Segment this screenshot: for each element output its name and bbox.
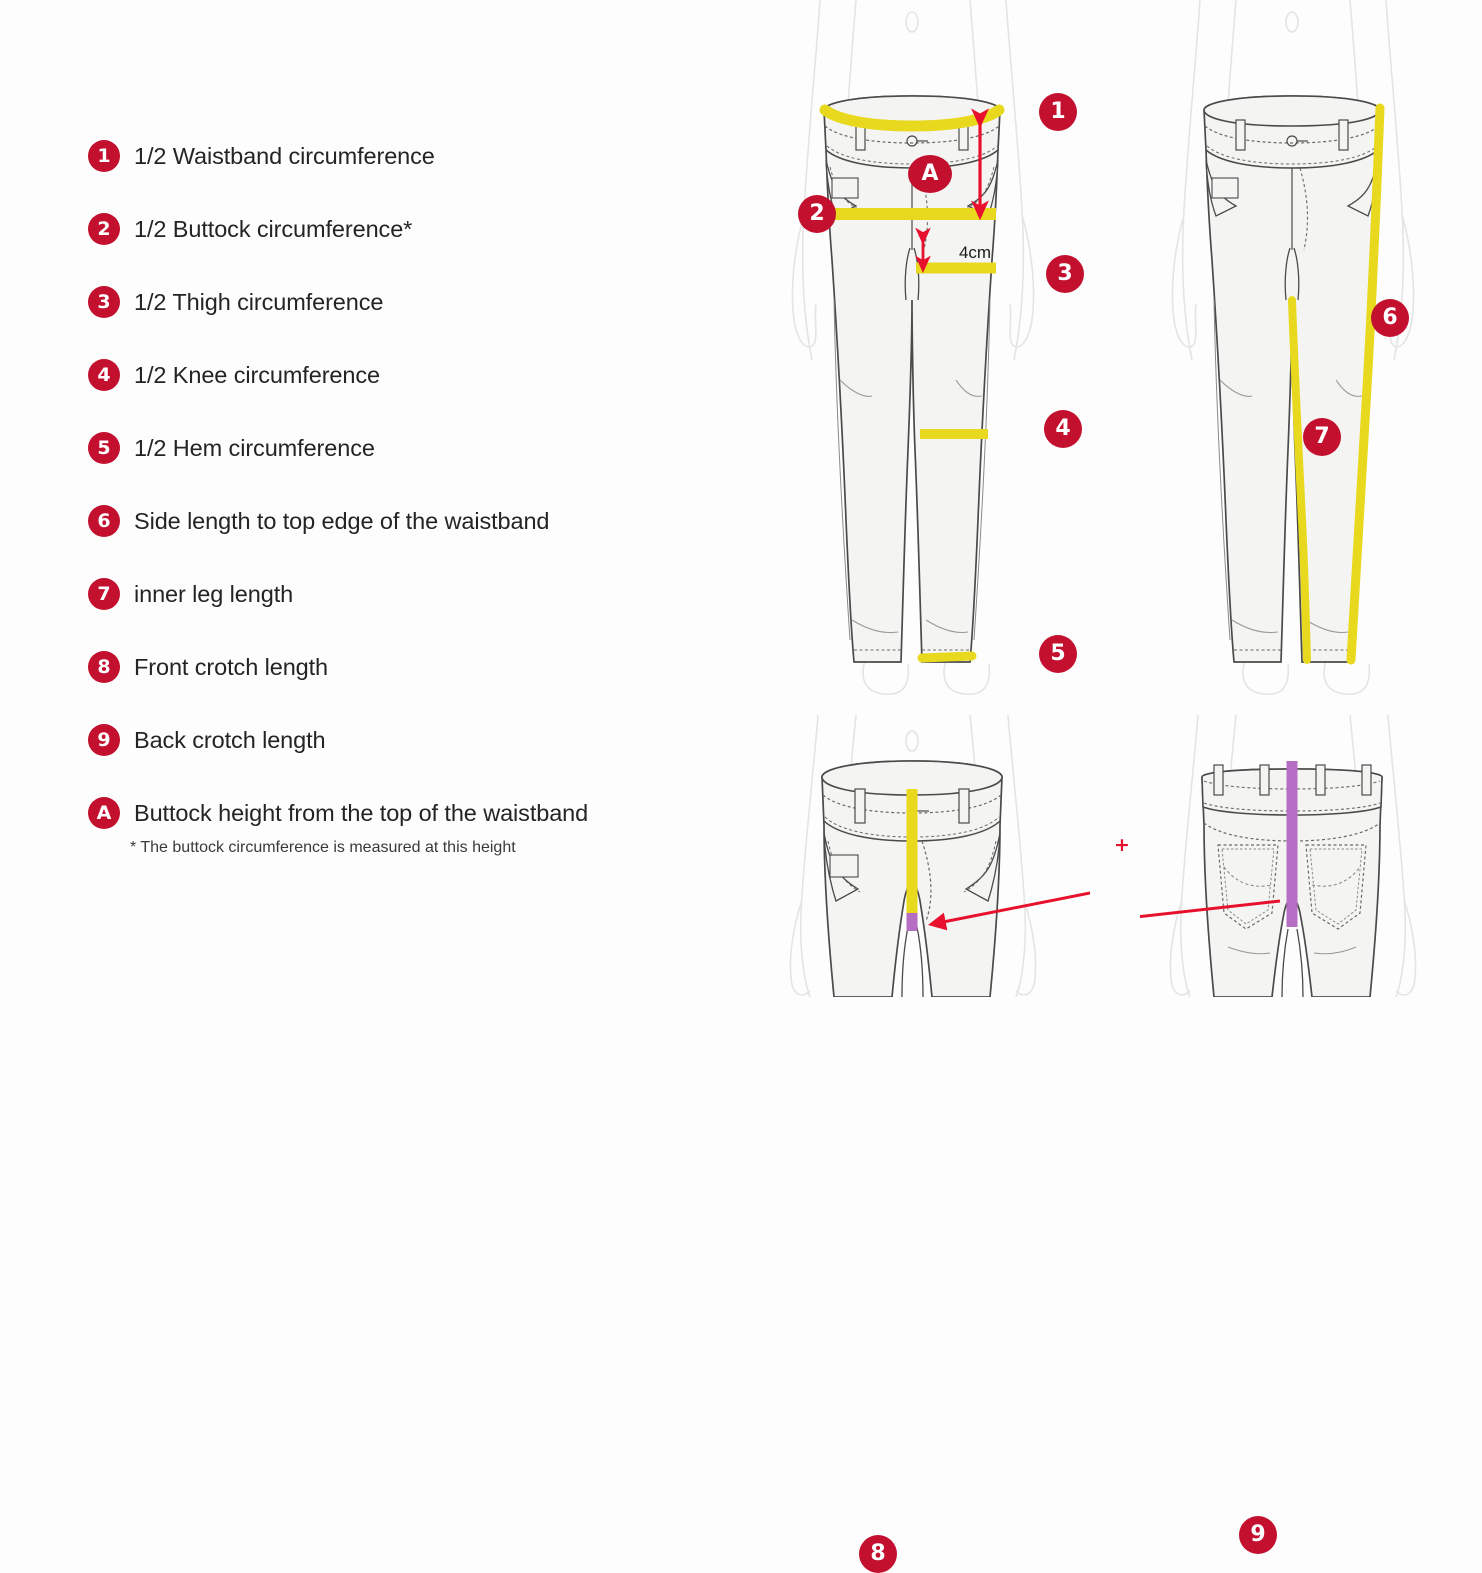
front-view-illustration xyxy=(791,0,1035,695)
legend-item-6: 6 Side length to top edge of the waistba… xyxy=(88,504,550,538)
legend-badge-6: 6 xyxy=(88,505,120,537)
marker-1-front: 1 xyxy=(1039,93,1077,131)
legend-item-7: 7 inner leg length xyxy=(88,577,293,611)
crotch-sum-arrow-front xyxy=(927,891,1090,931)
legend-label-3: 1/2 Thigh circumference xyxy=(134,288,384,315)
legend-label-6: Side length to top edge of the waistband xyxy=(134,507,550,534)
legend-badge-4: 4 xyxy=(88,359,120,391)
legend-badge-5: 5 xyxy=(88,432,120,464)
inner-leg-measure-line xyxy=(1288,296,1311,664)
legend-badge-7: 7 xyxy=(88,578,120,610)
front-crotch-illustration xyxy=(789,715,1090,997)
front-crotch-panel: 8 xyxy=(760,715,1090,1573)
crotch-sum-arrow-back xyxy=(1140,899,1281,919)
legend-item-5: 5 1/2 Hem circumference xyxy=(88,431,375,465)
legend-label-2: 1/2 Buttock circumference* xyxy=(134,215,413,242)
legend-badge-9: 9 xyxy=(88,724,120,756)
legend-item-1: 1 1/2 Waistband circumference xyxy=(88,139,435,173)
measurement-legend: 1 1/2 Waistband circumference 2 1/2 Butt… xyxy=(0,0,740,997)
legend-item-a: A Buttock height from the top of the wai… xyxy=(88,796,588,830)
legend-item-9: 9 Back crotch length xyxy=(88,723,326,757)
hem-measure-line xyxy=(917,651,977,663)
side-length-measure-line xyxy=(1346,103,1385,665)
side-view-illustration xyxy=(1171,0,1415,695)
legend-badge-1: 1 xyxy=(88,140,120,172)
marker-6-side: 6 xyxy=(1371,299,1409,337)
front-view-panel: 1 2 3 4 5 A 4cm xyxy=(760,0,1090,700)
legend-badge-3: 3 xyxy=(88,286,120,318)
marker-9-back-crotch: 9 xyxy=(1239,1516,1277,1554)
marker-8-front-crotch: 8 xyxy=(859,1535,897,1573)
legend-badge-8: 8 xyxy=(88,651,120,683)
legend-label-a: Buttock height from the top of the waist… xyxy=(134,799,589,826)
back-crotch-panel: 9 xyxy=(1140,715,1470,1554)
thigh-offset-label: 4cm xyxy=(958,243,992,262)
marker-a-front: A xyxy=(908,155,952,193)
legend-footnote: * The buttock circumference is measured … xyxy=(130,839,516,856)
marker-5-front: 5 xyxy=(1039,635,1077,673)
marker-2-front: 2 xyxy=(798,195,836,233)
legend-badge-2: 2 xyxy=(88,213,120,245)
legend-label-5: 1/2 Hem circumference xyxy=(134,434,375,461)
legend-label-9: Back crotch length xyxy=(134,726,326,753)
marker-3-front: 3 xyxy=(1046,255,1084,293)
side-view-panel: 6 7 xyxy=(1140,0,1470,700)
legend-item-3: 3 1/2 Thigh circumference xyxy=(88,285,383,319)
back-crotch-illustration xyxy=(1140,715,1417,997)
marker-4-front: 4 xyxy=(1044,410,1082,448)
legend-item-2: 2 1/2 Buttock circumference* xyxy=(88,212,412,246)
plus-sign: + xyxy=(1114,834,1130,856)
legend-badge-a: A xyxy=(88,797,120,829)
legend-label-1: 1/2 Waistband circumference xyxy=(134,142,435,169)
legend-item-8: 8 Front crotch length xyxy=(88,650,328,684)
figure-area: 1 2 3 4 5 A 4cm xyxy=(740,0,1482,1573)
legend-label-4: 1/2 Knee circumference xyxy=(134,361,380,388)
marker-7-side: 7 xyxy=(1303,418,1341,456)
legend-label-7: inner leg length xyxy=(134,580,294,607)
legend-item-4: 4 1/2 Knee circumference xyxy=(88,358,380,392)
legend-label-8: Front crotch length xyxy=(134,653,329,680)
